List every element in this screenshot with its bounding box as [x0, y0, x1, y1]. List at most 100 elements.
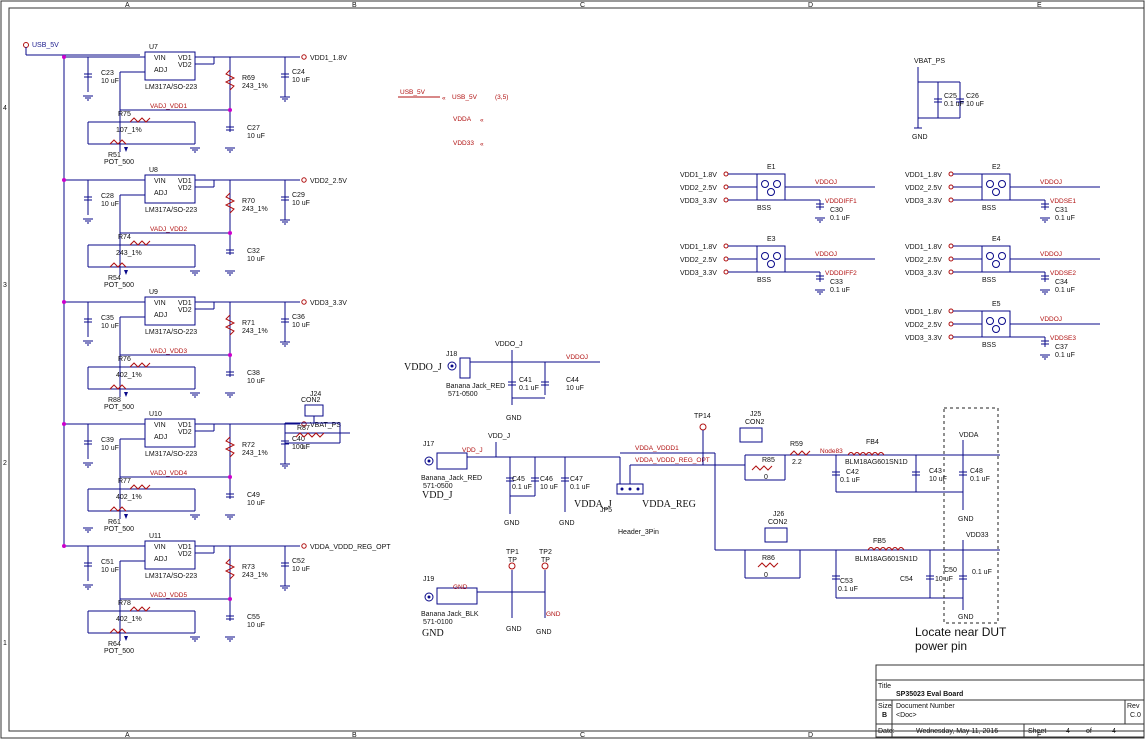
pin-vd2: VD2: [178, 429, 192, 436]
j24-type: CON2: [301, 397, 321, 404]
j25-type: CON2: [745, 419, 765, 426]
switch-port-net: VDDSE2: [1050, 270, 1076, 277]
tp14-ref: TP14: [694, 413, 711, 420]
vdda-vddd1-net: VDDA_VDDD1: [635, 445, 679, 452]
cadj-ref: C55: [247, 614, 260, 621]
title-label: Title: [878, 683, 891, 690]
rtop-value: 243_1%: [242, 572, 268, 579]
j18-vddo-j: VDDO_J: [495, 341, 523, 348]
switch-body: [756, 245, 786, 273]
c50-ref: C50: [944, 567, 957, 574]
switch-ref: E1: [767, 164, 776, 171]
pin-vd1: VD1: [178, 300, 192, 307]
switch-input-label: VDD1_1.8V: [680, 172, 717, 179]
j17-net-label: VDD_J: [422, 490, 453, 501]
cadj-ref: C32: [247, 248, 260, 255]
switch-input-label: VDD2_2.5V: [905, 257, 942, 264]
pot-ref: R88: [108, 397, 121, 404]
rev-value: C.0: [1130, 712, 1141, 719]
vout-label: VDD3_3.3V: [310, 300, 347, 307]
regulator-part: LM317A/SO-223: [145, 329, 197, 336]
pin-vd1: VD1: [178, 422, 192, 429]
switch-e1: E1BSSVDD1_1.8VVDD2_2.5VVDD3_3.3VVDDOJC30…: [680, 164, 875, 223]
border-col-E-bottom: E: [1037, 732, 1042, 739]
rset-value: 402_1%: [116, 616, 142, 623]
tp1-gnd: GND: [506, 626, 522, 633]
switch-cap-ref: C31: [1055, 207, 1068, 214]
regulator-ref: U7: [149, 44, 158, 51]
rtop-ref: R69: [242, 75, 255, 82]
pot-ref: R51: [108, 152, 121, 159]
pin-adj: ADJ: [154, 312, 167, 319]
switch-input-label: VDD3_3.3V: [905, 270, 942, 277]
board-title: SP35023 Eval Board: [896, 691, 963, 698]
vdda-vddd-reg-opt-net: VDDA_VDDD_REG_OPT: [635, 457, 710, 464]
r87-value: 0: [300, 444, 304, 451]
j26-type: CON2: [768, 519, 788, 526]
pin-adj: ADJ: [154, 434, 167, 441]
switch-part: BSS: [982, 205, 996, 212]
regulator-part: LM317A/SO-223: [145, 573, 197, 580]
switch-input-label: VDD2_2.5V: [680, 185, 717, 192]
c46-ref: C46: [540, 476, 553, 483]
switch-out-net: VDDOJ: [1040, 316, 1062, 323]
regulator-body: [144, 51, 196, 81]
border-col-B-top: B: [352, 2, 357, 9]
vout-label: VDD2_2.5V: [310, 178, 347, 185]
vadj-net: VADJ_VDD4: [150, 470, 187, 477]
pin-vin: VIN: [154, 178, 166, 185]
switch-input-label: VDD1_1.8V: [905, 309, 942, 316]
border-row-3-left: 3: [3, 282, 7, 289]
vbat-gnd-label: GND: [912, 134, 928, 141]
switch-cap-value: 0.1 uF: [830, 287, 850, 294]
border-row-4-left: 4: [3, 105, 7, 112]
switch-ref: E5: [992, 301, 1001, 308]
cadj-value: 10 uF: [247, 500, 265, 507]
j18-block: VDDO_J J18 Banana Jack_RED 571-0500 VDDO…: [404, 341, 600, 422]
vout-label: VBAT_PS: [310, 422, 341, 429]
cin-value: 10 uF: [101, 78, 119, 85]
c43-value: 10 uF: [929, 476, 947, 483]
c41-ref: C41: [519, 377, 532, 384]
c26-value: 10 uF: [966, 101, 984, 108]
j17-block: J17 Banana_Jack_RED 571-0500 VDD_J VDD_J…: [421, 433, 620, 527]
cin-value: 10 uF: [101, 323, 119, 330]
j19-part: Banana Jack_BLK: [421, 611, 479, 618]
j19-net-label: GND: [422, 628, 444, 639]
pin-vin: VIN: [154, 544, 166, 551]
offpage-usb-ref: (3,5): [495, 94, 508, 101]
j19-block: J19 GND Banana Jack_BLK 571-0100 GND TP1…: [421, 549, 561, 639]
c53-value: 0.1 uF: [838, 586, 858, 593]
switch-body: [981, 173, 1011, 201]
switch-part: BSS: [757, 277, 771, 284]
regulator-body: [144, 540, 196, 570]
pin-vd1: VD1: [178, 55, 192, 62]
pin-adj: ADJ: [154, 556, 167, 563]
border-row-1-left: 1: [3, 640, 7, 647]
c53-ref: C53: [840, 578, 853, 585]
j17-part: Banana_Jack_RED: [421, 475, 482, 482]
rtop-ref: R71: [242, 320, 255, 327]
border-col-E-top: E: [1037, 2, 1042, 9]
switch-input-label: VDD3_3.3V: [905, 335, 942, 342]
c41-value: 0.1 uF: [519, 385, 539, 392]
j24-connector: [304, 404, 324, 417]
cin-ref: C23: [101, 70, 114, 77]
c43-ref: C43: [929, 468, 942, 475]
offpage-vdda-arrow: «: [480, 117, 484, 124]
r87-ref: R87: [297, 425, 310, 432]
rev-label: Rev: [1127, 703, 1140, 710]
j18-gnd: GND: [506, 415, 522, 422]
pin-vin: VIN: [154, 422, 166, 429]
border-col-B-bottom: B: [352, 732, 357, 739]
pin-vin: VIN: [154, 55, 166, 62]
jp5-part: Header_3Pin: [618, 529, 659, 536]
pot-value: POT_500: [104, 648, 134, 655]
switch-cap-value: 0.1 uF: [1055, 215, 1075, 222]
dut-placement-box: [943, 407, 999, 624]
